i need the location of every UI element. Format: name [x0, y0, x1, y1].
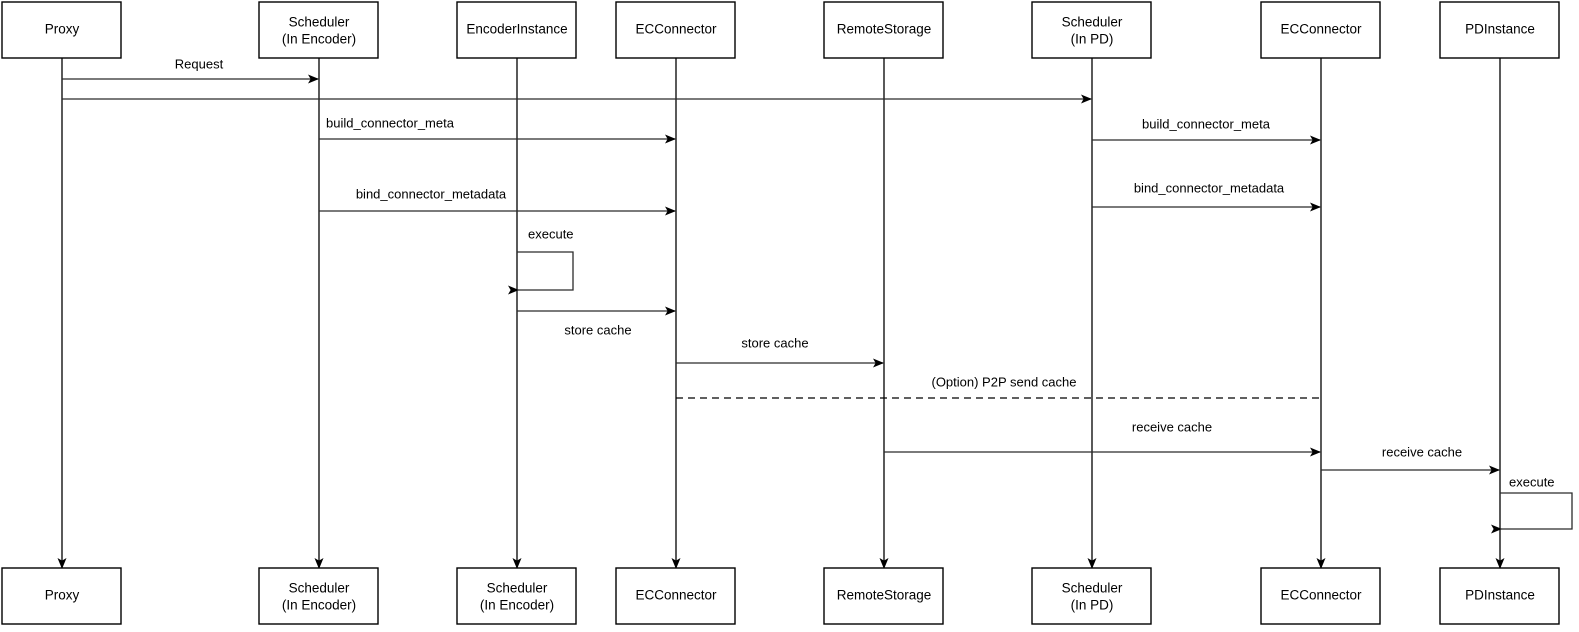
top-participant-sublabel: (In Encoder) — [282, 32, 356, 47]
self-message-s1[interactable]: execute — [508, 226, 574, 295]
top-participant-label: PDInstance — [1465, 22, 1535, 37]
message-m6[interactable]: bind_connector_metadata — [1092, 180, 1321, 212]
top-participant-label: EncoderInstance — [466, 22, 567, 37]
lifelines-layer — [57, 58, 1505, 569]
top-participant-label: ECConnector — [635, 22, 717, 37]
bottom-participant-label: Scheduler — [487, 581, 548, 596]
bottom-participant-ec_conn_l[interactable]: ECConnector — [615, 567, 736, 625]
message-label-m4: build_connector_meta — [1142, 116, 1271, 131]
top-participant-pd_inst[interactable]: PDInstance — [1439, 1, 1560, 59]
top-participant-sched_pd[interactable]: Scheduler (In PD) — [1031, 1, 1152, 59]
top-participant-sched_enc[interactable]: Scheduler (In Encoder) — [258, 1, 379, 59]
bottom-participant-pd_inst[interactable]: PDInstance — [1439, 567, 1560, 625]
message-label-m6: bind_connector_metadata — [1134, 180, 1285, 195]
message-m4[interactable]: build_connector_meta — [1092, 116, 1321, 145]
self-message-s2[interactable]: execute — [1491, 474, 1573, 534]
message-m9[interactable]: (Option) P2P send cache — [676, 374, 1321, 399]
self-message-path-s2 — [1491, 492, 1573, 534]
top-participant-ec_conn_r[interactable]: ECConnector — [1260, 1, 1381, 59]
bottom-participant-sublabel: (In Encoder) — [480, 598, 554, 613]
bottom-participant-sched_enc[interactable]: Scheduler (In Encoder) — [258, 567, 379, 625]
bottom-participant-proxy[interactable]: Proxy — [1, 567, 122, 625]
message-label-m3: build_connector_meta — [326, 115, 455, 130]
bottom-participant-label: RemoteStorage — [837, 588, 932, 603]
bottom-participant-encoder_inst[interactable]: Scheduler (In Encoder) — [456, 567, 577, 625]
top-participant-sublabel: (In PD) — [1071, 32, 1114, 47]
top-participant-remote_store[interactable]: RemoteStorage — [823, 1, 944, 59]
message-m11[interactable]: receive cache — [1321, 444, 1500, 475]
bottom-participant-ec_conn_r[interactable]: ECConnector — [1260, 567, 1381, 625]
self-message-path-s1 — [508, 251, 574, 295]
message-label-m9: (Option) P2P send cache — [931, 374, 1076, 389]
bottom-participant-remote_store[interactable]: RemoteStorage — [823, 567, 944, 625]
self-messages-layer: execute execute — [508, 226, 1573, 534]
top-participant-label: Scheduler — [1062, 15, 1123, 30]
top-participant-ec_conn_l[interactable]: ECConnector — [615, 1, 736, 59]
message-m7[interactable]: store cache — [517, 306, 676, 337]
message-label-m7: store cache — [564, 322, 631, 337]
messages-layer: Request build_connector_meta build_connect… — [62, 56, 1500, 475]
top-participant-label: RemoteStorage — [837, 22, 932, 37]
bottom-participant-label: ECConnector — [635, 588, 717, 603]
message-m3[interactable]: build_connector_meta — [319, 115, 676, 144]
message-label-m5: bind_connector_metadata — [356, 186, 507, 201]
top-participant-label: ECConnector — [1280, 22, 1362, 37]
message-label-m1: Request — [175, 56, 224, 71]
bottom-participant-label: Proxy — [45, 588, 80, 603]
bottom-participant-label: Scheduler — [289, 581, 350, 596]
message-m8[interactable]: store cache — [676, 335, 884, 368]
message-m5[interactable]: bind_connector_metadata — [319, 186, 676, 216]
message-label-m11: receive cache — [1382, 444, 1462, 459]
bottom-participant-sublabel: (In PD) — [1071, 598, 1114, 613]
top-participant-label: Proxy — [45, 22, 80, 37]
message-m1[interactable]: Request — [62, 56, 319, 84]
top-participant-encoder_inst[interactable]: EncoderInstance — [456, 1, 577, 59]
top-participant-proxy[interactable]: Proxy — [1, 1, 122, 59]
bottom-participant-label: PDInstance — [1465, 588, 1535, 603]
message-label-m8: store cache — [741, 335, 808, 350]
self-message-label-s2: execute — [1509, 474, 1555, 489]
message-label-m10: receive cache — [1132, 419, 1212, 434]
bottom-participant-sublabel: (In Encoder) — [282, 598, 356, 613]
message-m10[interactable]: receive cache — [884, 419, 1321, 457]
top-participant-label: Scheduler — [289, 15, 350, 30]
bottom-participant-sched_pd[interactable]: Scheduler (In PD) — [1031, 567, 1152, 625]
bottom-participant-label: ECConnector — [1280, 588, 1362, 603]
self-message-label-s1: execute — [528, 226, 574, 241]
bottom-participant-label: Scheduler — [1062, 581, 1123, 596]
